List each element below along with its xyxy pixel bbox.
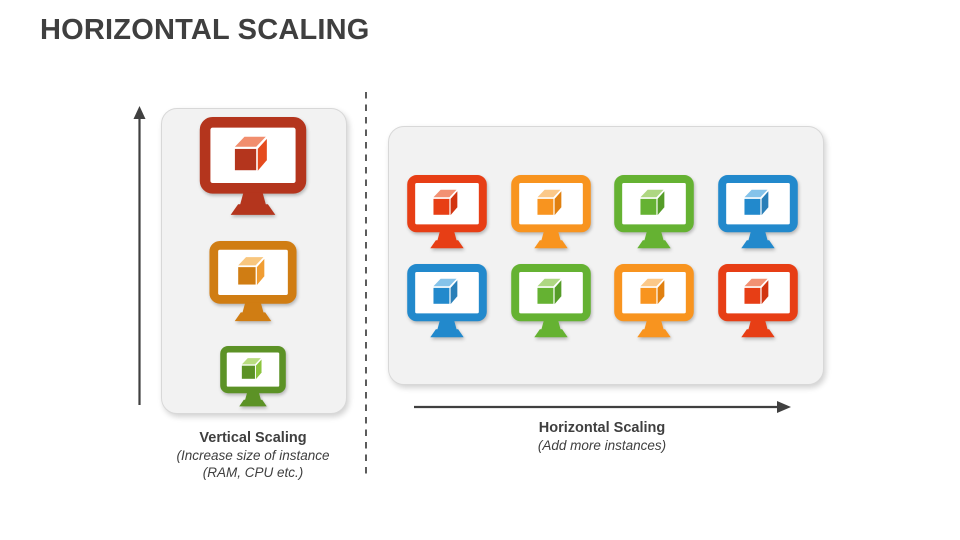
- page-title: HORIZONTAL SCALING: [40, 14, 370, 46]
- dashed-divider: [365, 92, 367, 474]
- monitor-icon-green: [614, 175, 694, 249]
- monitor-icon-red: [407, 175, 487, 249]
- vertical-scaling-subtext-line1: (Increase size of instance: [176, 448, 330, 463]
- monitor-icon-green: [511, 264, 591, 338]
- horizontal-scaling-card: [388, 126, 824, 385]
- monitor-icon-dark_green: [220, 346, 286, 407]
- monitor-icon-blue: [718, 175, 798, 249]
- up-arrow-icon: [133, 106, 146, 405]
- monitor-icon-red: [718, 264, 798, 338]
- horizontal-scaling-label: Horizontal Scaling: [538, 420, 666, 436]
- monitor-icon-dark_orange: [209, 241, 297, 322]
- horizontal-scaling-caption: Horizontal Scaling (Add more instances): [402, 419, 802, 454]
- monitor-icon-orange: [511, 175, 591, 249]
- monitor-icon-orange: [614, 264, 694, 338]
- vertical-scaling-caption: Vertical Scaling (Increase size of insta…: [143, 429, 363, 481]
- right-arrow-icon: [414, 401, 791, 413]
- vertical-scaling-subtext-line2: (RAM, CPU etc.): [202, 465, 304, 480]
- horizontal-scaling-subtext-line1: (Add more instances): [537, 438, 667, 453]
- monitor-icon-blue: [407, 264, 487, 338]
- vertical-scaling-label: Vertical Scaling: [199, 430, 307, 446]
- monitor-icon-dark_red: [199, 117, 307, 216]
